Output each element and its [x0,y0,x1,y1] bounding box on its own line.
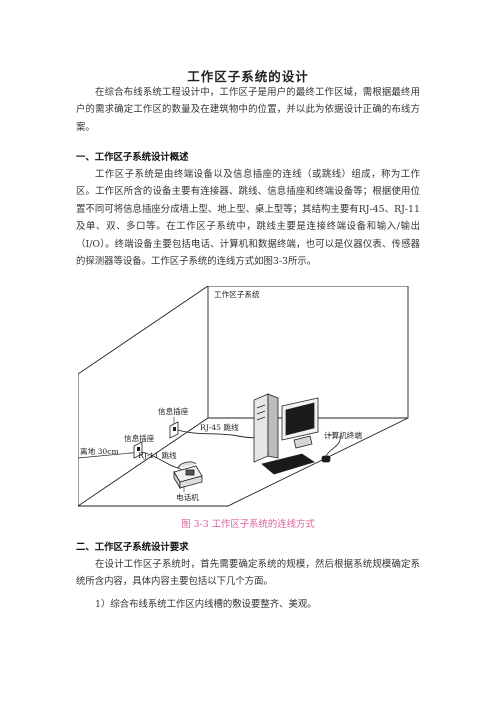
area-label: 工作区子系统 [214,289,260,299]
section2-heading: 二、工作区子系统设计要求 [76,542,189,553]
outlet-lower [133,441,143,459]
computer-icon [253,393,341,475]
figure-caption: 图 3-3 工作区子系统的连线方式 [181,519,315,530]
floor-height-line [78,451,143,459]
work-area-diagram: 工作区子系统 离地 30cm 信息插座 信息插座 RJ-45 跳线 RJ-11 … [78,286,409,507]
section2-paragraph: 在设计工作区子系统时，首先需要确定系统的规模，然后根据系统规模确定系统所含内容，… [76,559,420,588]
rj11-label: RJ-11 跳线 [138,450,177,460]
rj45-label: RJ-45 跳线 [200,422,239,432]
page-title: 工作区子系统的设计 [187,69,309,84]
floor-height-label: 离地 30cm [80,446,119,456]
computer-label: 计算机终端 [324,430,362,440]
room-outline [78,286,409,507]
outlet-upper [169,421,179,439]
list-item-1: 1）综合布线系统工作区内线槽的敷设要整齐、美观。 [95,599,317,610]
telephone-icon [173,461,203,490]
outlet-lower-label: 信息插座 [124,433,155,443]
section1-paragraph: 工作区子系统是由终端设备以及信息插座的连线（或跳线）组成，称为工作区。工作区所含… [76,169,420,268]
intro-paragraph: 在综合布线系统工程设计中，工作区子是用户的最终工作区域，需根据最终用户的需求确定… [76,87,420,133]
telephone-label: 电话机 [176,492,199,502]
outlet-upper-label: 信息插座 [158,406,189,416]
section1-heading: 一、工作区子系统设计概述 [76,152,189,163]
